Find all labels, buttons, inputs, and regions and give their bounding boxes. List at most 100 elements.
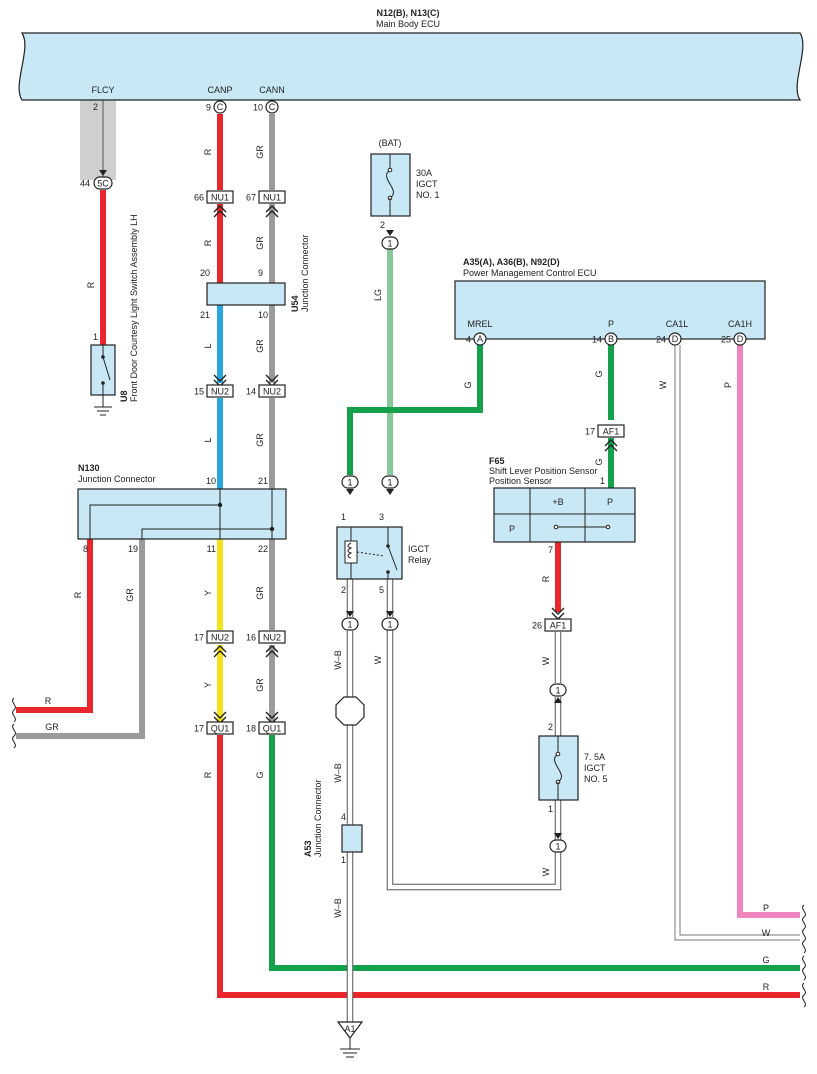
u8-switch: 1 U8 Front Door Courtesy Light Switch As… bbox=[90, 214, 139, 416]
conn-relay-out-5-num: 1 bbox=[387, 619, 392, 629]
p-term-pin: 14 bbox=[592, 334, 602, 344]
wire-relay5-w bbox=[386, 630, 562, 891]
wire-ca1l-w-a bbox=[674, 345, 800, 941]
main-body-ecu: N12(B), N13(C) Main Body ECU FLCY CANP C… bbox=[18, 8, 804, 101]
conn-nu2-c-pin: 17 bbox=[194, 632, 204, 642]
conn-nu1-b-id: NU1 bbox=[263, 192, 281, 202]
svg-text:7. 5A: 7. 5A bbox=[584, 752, 605, 762]
lbl-right-r: R bbox=[763, 982, 770, 992]
svg-text:2: 2 bbox=[380, 220, 385, 230]
conn-nu1-b bbox=[258, 190, 286, 204]
fuse30-arrow bbox=[386, 230, 394, 236]
svg-text:Position Sensor: Position Sensor bbox=[489, 476, 552, 486]
mrel-term bbox=[473, 332, 487, 346]
svg-text:1: 1 bbox=[341, 855, 346, 865]
a53-code: A53 bbox=[303, 840, 313, 857]
conn-qu1-b-pin: 18 bbox=[246, 723, 256, 733]
conn-af1-b-pin: 26 bbox=[532, 620, 542, 630]
conn-af1-a-id: AF1 bbox=[603, 426, 620, 436]
svg-text:4: 4 bbox=[341, 812, 346, 822]
p-term bbox=[604, 332, 618, 346]
ca1l-term-pin: 24 bbox=[656, 334, 666, 344]
svg-text:NO. 1: NO. 1 bbox=[416, 190, 440, 200]
lbl-wb-1: W–B bbox=[333, 650, 343, 670]
conn-relay-in-3 bbox=[381, 475, 399, 489]
cann-term-pin: 10 bbox=[253, 102, 263, 112]
flcy-arrow bbox=[99, 170, 107, 176]
lbl-n130-r: R bbox=[73, 591, 83, 598]
canp-term-letter: C bbox=[217, 102, 224, 112]
bat-label: (BAT) bbox=[379, 138, 402, 148]
chev-nu2-c bbox=[213, 645, 227, 653]
svg-text:22: 22 bbox=[258, 544, 268, 554]
conn-nu2-b-pin: 14 bbox=[246, 386, 256, 396]
flcy-shade bbox=[80, 100, 116, 180]
wire-bottom-g bbox=[269, 735, 800, 971]
conn-relay-out-2 bbox=[341, 617, 359, 631]
lbl-canp-l2: L bbox=[203, 437, 213, 442]
fuse75-arrow-in bbox=[554, 697, 562, 703]
svg-text:2: 2 bbox=[548, 722, 553, 732]
lbl-right-p: P bbox=[763, 903, 769, 913]
lbl-ca1l-w: W bbox=[658, 380, 668, 389]
lbl-cann-gr2: GR bbox=[255, 236, 265, 250]
n130-junction-connector: N130 Junction Connector 10 21 8 19 11 22 bbox=[77, 463, 287, 554]
wire-ca1l-w-b bbox=[679, 345, 800, 936]
break-right-p bbox=[802, 904, 806, 930]
break-right-g bbox=[802, 955, 806, 981]
conn-af1-b-id: AF1 bbox=[550, 620, 567, 630]
lbl-af1-w: W bbox=[541, 656, 551, 665]
conn-qu1-b bbox=[258, 721, 286, 735]
svg-text:10: 10 bbox=[258, 310, 268, 320]
lbl-cann-gr4: GR bbox=[255, 433, 265, 447]
wire-n130-gr-out bbox=[16, 539, 145, 739]
main-ecu-name: Main Body ECU bbox=[376, 19, 440, 29]
conn-nu2-d-pin: 16 bbox=[246, 632, 256, 642]
svg-text:IGCT: IGCT bbox=[408, 544, 430, 554]
conn-5c bbox=[93, 176, 113, 190]
svg-text:Junction Connector: Junction Connector bbox=[313, 779, 323, 857]
lbl-canp-y1: Y bbox=[203, 590, 213, 596]
svg-text:1: 1 bbox=[600, 476, 605, 486]
ca1h-term-pin: 25 bbox=[721, 334, 731, 344]
svg-text:A1: A1 bbox=[344, 1024, 355, 1034]
chev-nu2-c-2 bbox=[213, 650, 227, 658]
lbl-n130-gr: GR bbox=[125, 588, 135, 602]
svg-text:+B: +B bbox=[552, 497, 563, 507]
lbl-cann-gr6: GR bbox=[255, 678, 265, 692]
lbl-wb-3: W–B bbox=[333, 898, 343, 918]
conn-qu1-a-id: QU1 bbox=[211, 723, 230, 733]
conn-fuse30-out bbox=[381, 236, 399, 250]
conn-relay-in-1-num: 1 bbox=[347, 477, 352, 487]
conn-af1-a bbox=[597, 424, 625, 438]
svg-text:8: 8 bbox=[83, 544, 88, 554]
conn-qu1-b-id: QU1 bbox=[263, 723, 282, 733]
conn-qu1-a bbox=[206, 721, 234, 735]
pm-ecu-term-p: P bbox=[608, 319, 614, 329]
conn-nu1-a bbox=[206, 190, 234, 204]
ca1l-term-letter: D bbox=[672, 334, 679, 344]
chev-nu1-b bbox=[265, 205, 279, 213]
relay-in-arrow-3 bbox=[386, 489, 394, 495]
conn-relay-out-5 bbox=[381, 617, 399, 631]
f65-body bbox=[493, 487, 636, 543]
conn-nu1-a-pin: 66 bbox=[194, 192, 204, 202]
lbl-u8-r: R bbox=[86, 281, 96, 288]
main-ecu-term-cann: CANN bbox=[259, 85, 285, 95]
conn-fuse75-out bbox=[549, 839, 567, 853]
break-left-gr bbox=[12, 723, 16, 749]
svg-text:2: 2 bbox=[341, 585, 346, 595]
svg-text:10: 10 bbox=[206, 476, 216, 486]
canp-term-pin: 9 bbox=[206, 102, 211, 112]
svg-text:19: 19 bbox=[128, 544, 138, 554]
svg-text:1: 1 bbox=[548, 804, 553, 814]
mrel-term-pin: 4 bbox=[466, 334, 471, 344]
flcy-pin: 2 bbox=[93, 102, 98, 112]
conn-nu2-c bbox=[206, 630, 234, 644]
f65-shift-lever-position-sensor: F65 Shift Lever Position Sensor Position… bbox=[489, 456, 636, 555]
ca1h-term bbox=[733, 332, 747, 346]
conn-fuse75-in-num: 1 bbox=[555, 685, 560, 695]
conn-relay-out-2-num: 1 bbox=[347, 619, 352, 629]
a53-body bbox=[341, 824, 363, 853]
